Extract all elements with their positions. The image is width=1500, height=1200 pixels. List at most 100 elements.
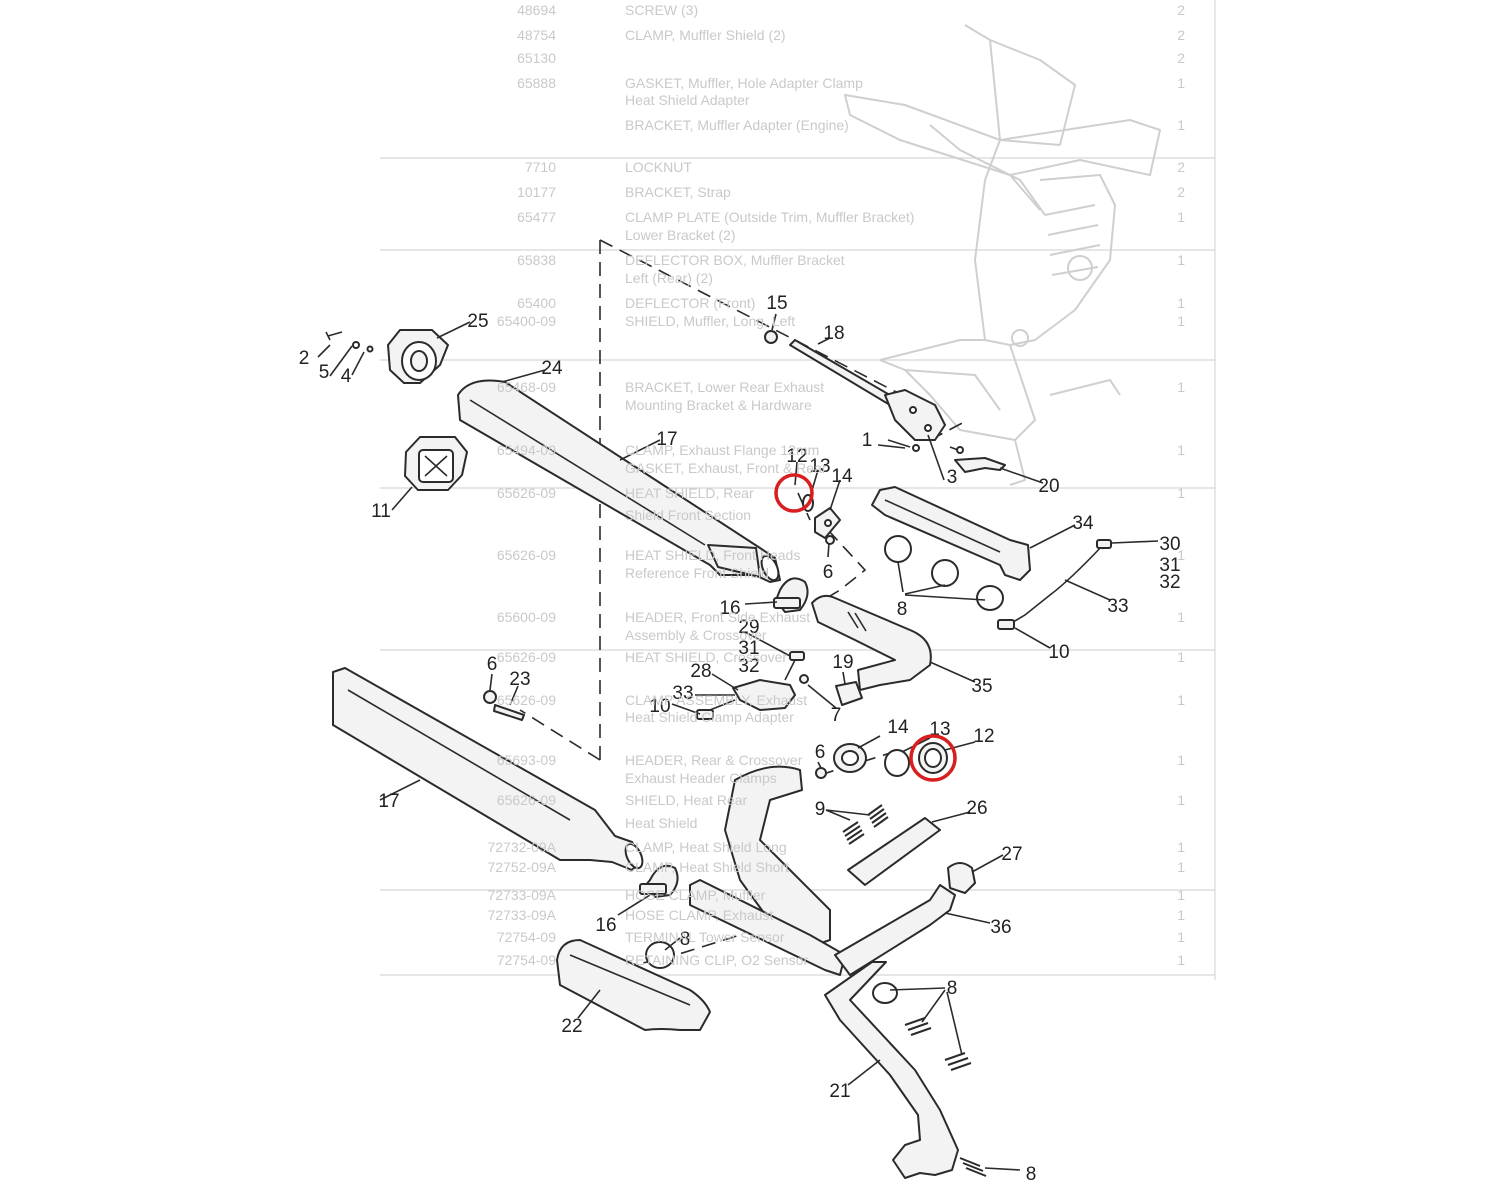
table-cell-part: 72754-09 (497, 929, 556, 945)
lower-muffler (332, 667, 644, 871)
bolt-and-spacer (483, 690, 525, 721)
table-cell-part: 65626-09 (497, 792, 556, 808)
table-cell-part: 72732-09A (487, 839, 556, 855)
hose-clamps-lower-right (904, 1017, 987, 1177)
table-cell-qty: 2 (1177, 27, 1185, 43)
callout-31: 31 (738, 638, 759, 659)
highlight-circle-lower (909, 734, 957, 782)
sensor-bracket (696, 651, 809, 720)
callout-2: 2 (299, 348, 310, 369)
callout-27: 27 (1001, 844, 1022, 865)
callout-6: 6 (815, 742, 826, 763)
callout-6: 6 (487, 654, 498, 675)
muffler-baffle (404, 436, 468, 491)
callout-35: 35 (971, 676, 992, 697)
callout-29: 29 (738, 617, 759, 638)
table-cell-desc: HOSE CLAMP, Muffler (625, 887, 766, 903)
table-cell-desc: Assembly & Crossover (625, 627, 767, 643)
callout-16: 16 (595, 915, 616, 936)
table-cell-qty: 1 (1177, 442, 1185, 458)
callout-1: 1 (862, 430, 873, 451)
table-cell-qty: 1 (1177, 907, 1185, 923)
callout-33: 33 (1107, 596, 1128, 617)
table-cell-desc: GASKET, Exhaust, Front & Rear (625, 460, 827, 476)
heat-shield-rear (847, 817, 941, 886)
table-cell-qty: 1 (1177, 117, 1185, 133)
table-cell-qty: 2 (1177, 50, 1185, 66)
front-header (811, 594, 932, 691)
table-cell-part: 72754-09 (497, 952, 556, 968)
table-cell-desc: HEADER, Front Side Exhaust (625, 609, 810, 625)
callout-17: 17 (378, 791, 399, 812)
table-cell-qty: 1 (1177, 379, 1185, 395)
table-cell-part: 65838 (517, 252, 556, 268)
callout-leaders (317, 313, 1159, 1171)
table-cell-desc: HEADER, Rear & Crossover (625, 752, 803, 768)
lower-muffler-clamp (639, 864, 679, 898)
front-header-lower (824, 961, 959, 1179)
table-cell-desc: RETAINING CLIP, O2 Sensor (625, 952, 808, 968)
callout-13: 13 (809, 456, 830, 477)
table-cell-qty: 1 (1177, 839, 1185, 855)
table-cell-part: 48754 (517, 27, 556, 43)
callout-22: 22 (561, 1016, 582, 1037)
callout-28: 28 (690, 661, 711, 682)
table-cell-part: 7710 (525, 159, 556, 175)
table-cell-part: 72752-09A (487, 859, 556, 875)
callout-16: 16 (719, 598, 740, 619)
table-cell-qty: 1 (1177, 859, 1185, 875)
table-cell-desc: CLAMP ASSEMBLY, Exhaust (625, 692, 807, 708)
table-cell-qty: 1 (1177, 75, 1185, 91)
table-cell-desc: Lower Bracket (2) (625, 227, 735, 243)
table-cell-part: 65400-09 (497, 313, 556, 329)
table-cell-desc: CLAMP, Heat Shield Long (625, 839, 787, 855)
callout-14: 14 (831, 466, 853, 487)
table-cell-part: 65468-09 (497, 379, 556, 395)
table-cell-desc: SCREW (3) (625, 2, 698, 18)
callout-33: 33 (672, 683, 693, 704)
table-cell-part: 72733-09A (487, 887, 556, 903)
table-cell-qty: 1 (1177, 209, 1185, 225)
table-cell-desc: BRACKET, Strap (625, 184, 731, 200)
callout-3: 3 (947, 467, 958, 488)
shield-clamp (947, 862, 976, 894)
table-cell-qty: 1 (1177, 929, 1185, 945)
table-cell-desc: Left (Rear) (2) (625, 270, 713, 286)
callout-34: 34 (1072, 513, 1094, 534)
callout-12: 12 (786, 446, 807, 467)
table-cell-part: 65400 (517, 295, 556, 311)
callout-9: 9 (815, 799, 826, 820)
table-cell-part: 65626-09 (497, 485, 556, 501)
table-cell-part: 72733-09A (487, 907, 556, 923)
callout-4: 4 (341, 366, 352, 387)
table-cell-desc: HOSE CLAMP, Exhaust (625, 907, 773, 923)
table-cell-part: 48694 (517, 2, 556, 18)
table-cell-qty: 1 (1177, 609, 1185, 625)
table-cell-desc: CLAMP, Heat Shield Short (625, 859, 789, 875)
table-cell-desc: Reference Front Shield (625, 565, 769, 581)
callout-8: 8 (947, 978, 958, 999)
callout-5: 5 (319, 362, 330, 383)
table-cell-desc: Exhaust Header Clamps (625, 770, 777, 786)
table-cell-part: 65494-09 (497, 442, 556, 458)
callout-19: 19 (832, 652, 853, 673)
callout-14: 14 (887, 717, 909, 738)
callout-21: 21 (829, 1081, 850, 1102)
table-cell-qty: 1 (1177, 547, 1185, 563)
table-cell-desc: CLAMP PLATE (Outside Trim, Muffler Brack… (625, 209, 914, 225)
heat-shield-lower (556, 939, 711, 1031)
table-cell-desc: SHIELD, Muffler, Long, Left (625, 313, 795, 329)
mount-rod (764, 330, 946, 452)
highlight-circle-upper (774, 473, 814, 513)
gasket-set-lower (815, 742, 948, 779)
table-cell-part: 65626-09 (497, 649, 556, 665)
table-cell-part: 10177 (517, 184, 556, 200)
table-cell-part: 65130 (517, 50, 556, 66)
table-cell-desc: BRACKET, Muffler Adapter (Engine) (625, 117, 849, 133)
callout-8: 8 (680, 929, 691, 950)
callout-8: 8 (1026, 1164, 1037, 1185)
table-cell-qty: 2 (1177, 2, 1185, 18)
muffler-end-cap (387, 329, 449, 384)
